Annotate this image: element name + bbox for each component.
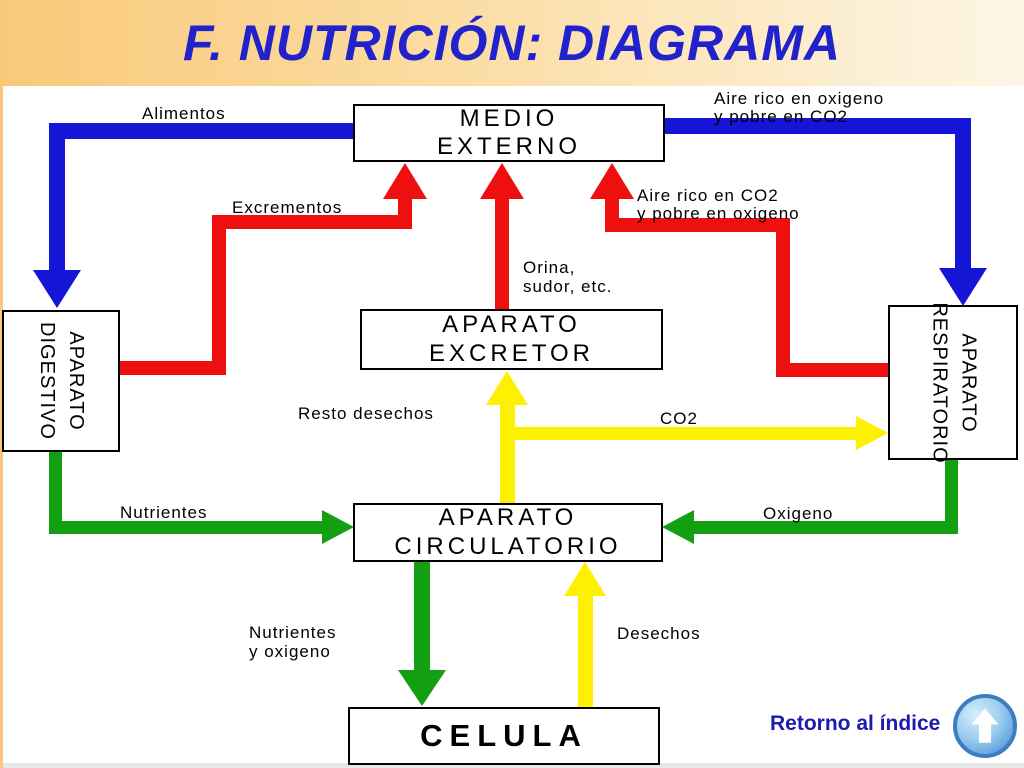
label-aire-oxigeno-line1: Aire rico en oxigeno <box>714 89 885 108</box>
excrementos-arrow-segment <box>212 215 226 375</box>
label-resto-desechos: Resto desechos <box>298 404 434 423</box>
label-oxigeno: Oxigeno <box>763 504 834 523</box>
box-circulatorio-line2: CIRCULATORIO <box>394 532 622 560</box>
excrementos-arrow-segment <box>212 215 412 229</box>
box-aparato-respiratorio: APARATO RESPIRATORIO <box>888 302 1019 464</box>
alimentos-arrow-segment <box>49 123 65 271</box>
bottom-edge-strip <box>3 763 1024 768</box>
left-edge-strip <box>0 86 3 768</box>
alimentos-arrow-segment <box>57 123 353 139</box>
label-nutrientes: Nutrientes <box>120 503 208 522</box>
box-excretor-line1: APARATO <box>442 311 581 339</box>
header-band: F. NUTRICIÓN: DIAGRAMA <box>0 0 1024 86</box>
box-respiratorio-line2: RESPIRATORIO <box>928 302 951 464</box>
excrementos-arrow-segment <box>398 197 412 229</box>
oxigeno-arrowhead <box>662 510 694 544</box>
box-respiratorio-line1: APARATO <box>957 333 980 433</box>
box-respiratorio-rotated-text: APARATO RESPIRATORIO <box>889 302 1019 463</box>
nutrientes-oxigeno-arrow-segment <box>414 562 430 672</box>
excrementos-arrow-segment <box>120 361 226 375</box>
desechos-arrowhead <box>564 562 606 596</box>
co2-arrowhead <box>856 416 888 450</box>
aire-co2-arrowhead <box>590 163 634 199</box>
box-excretor-line2: EXCRETOR <box>429 339 594 367</box>
resto-desechos-arrow-segment <box>500 404 515 503</box>
nutrientes-oxigeno-arrowhead <box>398 670 446 706</box>
box-digestivo-rotated-text: APARATO DIGESTIVO <box>2 310 120 452</box>
box-aparato-excretor: APARATO EXCRETOR <box>360 309 663 370</box>
box-aparato-digestivo: APARATO DIGESTIVO <box>2 310 120 452</box>
box-medio-externo-line1: MEDIO <box>459 104 559 132</box>
nutrientes-arrowhead <box>322 510 354 544</box>
orina-arrow-segment <box>495 197 509 309</box>
desechos-arrow-segment <box>578 596 593 707</box>
excrementos-arrowhead <box>383 163 427 199</box>
nutrientes-arrow-segment <box>49 452 62 534</box>
up-arrow-icon <box>971 708 999 743</box>
page-title: F. NUTRICIÓN: DIAGRAMA <box>182 15 842 71</box>
label-orina-line2: sudor, etc. <box>523 277 613 296</box>
label-alimentos: Alimentos <box>142 104 226 123</box>
label-aire-co2-line2: y pobre en oxigeno <box>637 204 800 223</box>
nutrientes-arrow-segment <box>49 521 322 534</box>
box-medio-externo-line2: EXTERNO <box>436 133 581 160</box>
aire-oxigeno-arrow-segment <box>955 118 971 269</box>
label-aire-oxigeno-line2: y pobre en CO2 <box>714 107 849 126</box>
label-orina-line1: Orina, <box>523 258 576 277</box>
return-to-index-link[interactable]: Retorno al índice <box>770 712 941 735</box>
box-medio-externo: MEDIO EXTERNO <box>353 104 665 162</box>
label-aire-co2-line1: Aire rico en CO2 <box>637 186 779 205</box>
box-digestivo-line1: APARATO <box>65 331 87 431</box>
box-celula: CELULA <box>348 707 660 765</box>
box-aparato-circulatorio: APARATO CIRCULATORIO <box>353 503 663 562</box>
aire-co2-arrow-segment <box>605 197 619 232</box>
aire-co2-arrow-segment <box>605 218 790 232</box>
oxigeno-arrow-segment <box>694 521 958 534</box>
aire-co2-arrow-segment <box>776 218 790 377</box>
alimentos-arrowhead <box>33 270 81 308</box>
box-digestivo-line2: DIGESTIVO <box>36 322 58 440</box>
label-nutrientes-oxigeno-line1: Nutrientes <box>249 623 337 642</box>
label-excrementos: Excrementos <box>232 198 343 217</box>
label-nutrientes-oxigeno-line2: y oxigeno <box>249 642 331 661</box>
aire-co2-arrow-segment <box>776 363 888 377</box>
resto-desechos-arrowhead <box>486 371 528 405</box>
box-celula-line1: CELULA <box>420 717 588 753</box>
return-to-index-button[interactable] <box>953 694 1017 758</box>
oxigeno-arrow-segment <box>945 459 958 534</box>
aire-oxigeno-arrow-segment <box>665 118 971 134</box>
aire-oxigeno-arrowhead <box>939 268 987 306</box>
orina-arrowhead <box>480 163 524 199</box>
label-co2: CO2 <box>660 409 698 428</box>
co2-arrow-segment <box>515 427 856 440</box>
box-circulatorio-line1: APARATO <box>438 504 578 532</box>
label-desechos: Desechos <box>617 624 701 643</box>
